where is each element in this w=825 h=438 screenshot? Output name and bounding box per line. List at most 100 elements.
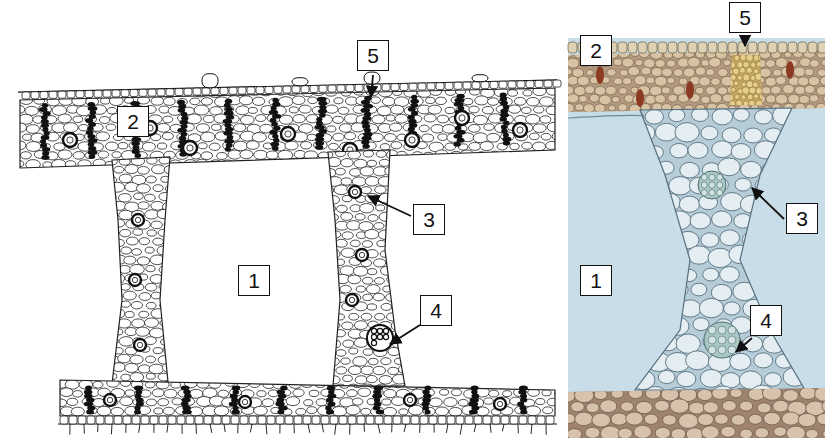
- cell: [393, 160, 402, 166]
- cell: [139, 293, 151, 301]
- hair: [518, 424, 519, 433]
- epidermal-cell: [510, 416, 518, 424]
- cell: [20, 152, 31, 159]
- cell: [651, 67, 662, 76]
- cell: [304, 400, 313, 406]
- epidermal-cell: [321, 416, 329, 424]
- cell: [320, 330, 333, 339]
- tannin-cell: [686, 81, 694, 99]
- cell: [759, 93, 765, 99]
- cell: [501, 151, 510, 157]
- cell: [712, 387, 728, 399]
- epidermal-cell: [445, 82, 453, 89]
- hair: [69, 424, 70, 435]
- cell: [385, 166, 400, 176]
- cell: [395, 358, 405, 364]
- cell: [469, 106, 479, 113]
- cell: [401, 313, 411, 320]
- cell: [484, 124, 494, 131]
- cell: [362, 241, 372, 248]
- cell: [628, 388, 642, 399]
- callout-number: 4: [430, 300, 442, 321]
- epidermal-cell: [247, 87, 255, 94]
- cell: [138, 166, 150, 174]
- epidermal-cell: [528, 416, 536, 424]
- cell: [335, 259, 345, 265]
- epidermal-cell: [195, 416, 203, 424]
- cell: [444, 398, 458, 407]
- cell: [356, 286, 365, 292]
- cell: [164, 221, 175, 228]
- vascular-cell: [717, 182, 723, 188]
- cell: [382, 399, 391, 405]
- cell: [731, 87, 736, 92]
- cell: [388, 367, 399, 374]
- cell: [126, 237, 138, 245]
- cell: [367, 304, 376, 310]
- cell: [353, 357, 367, 367]
- callout-number: 3: [423, 209, 435, 230]
- cell: [400, 349, 409, 355]
- vascular-bundle: [326, 410, 334, 415]
- cell: [623, 352, 646, 370]
- cell: [749, 414, 762, 424]
- cell: [521, 107, 531, 114]
- cell: [795, 352, 818, 371]
- cell: [381, 358, 391, 365]
- hair: [139, 424, 140, 433]
- cell: [574, 388, 593, 403]
- vascular-bundle: [277, 410, 284, 415]
- vascular-cell: [709, 182, 715, 188]
- cell: [254, 406, 268, 415]
- cell: [374, 278, 384, 285]
- cell: [686, 428, 703, 438]
- cell: [758, 54, 765, 61]
- cell: [342, 322, 353, 330]
- cell: [201, 98, 212, 105]
- cell: [165, 310, 175, 316]
- cell: [508, 105, 521, 113]
- cell: [106, 194, 116, 200]
- epidermal-cell: [231, 416, 239, 424]
- cell: [701, 60, 709, 67]
- cell: [343, 340, 354, 347]
- callout-number: 4: [760, 310, 772, 331]
- cell: [620, 70, 628, 76]
- cell: [391, 249, 405, 258]
- cell: [731, 415, 745, 426]
- callout-box: 4: [420, 295, 452, 326]
- epidermal-cell: [384, 416, 392, 424]
- cell: [800, 387, 817, 399]
- cell: [557, 388, 576, 402]
- cell: [336, 350, 346, 357]
- micrograph: [557, 38, 825, 438]
- cell: [365, 229, 379, 238]
- cell: [236, 106, 249, 115]
- cell: [375, 313, 385, 320]
- cell: [132, 319, 145, 328]
- cell: [635, 59, 643, 65]
- sclereid: [356, 249, 368, 261]
- epidermal-cell: [728, 42, 737, 53]
- cell: [130, 355, 143, 364]
- cell: [146, 176, 156, 183]
- cell: [679, 78, 688, 85]
- tissue-outline: [20, 88, 555, 168]
- epidermal-cell: [544, 80, 552, 87]
- cell: [99, 116, 109, 123]
- cell: [667, 77, 675, 83]
- cell: [764, 412, 781, 425]
- cell: [741, 95, 746, 100]
- cell: [536, 161, 545, 167]
- cell: [438, 134, 448, 141]
- cell: [371, 97, 381, 104]
- cell: [98, 151, 109, 158]
- cell: [628, 247, 647, 262]
- cell: [355, 214, 365, 221]
- cell: [292, 96, 305, 105]
- cell: [322, 349, 332, 355]
- tissue-outline: [328, 150, 405, 386]
- sclereid: [67, 137, 73, 143]
- cell: [585, 427, 600, 438]
- leader-line: [752, 188, 784, 219]
